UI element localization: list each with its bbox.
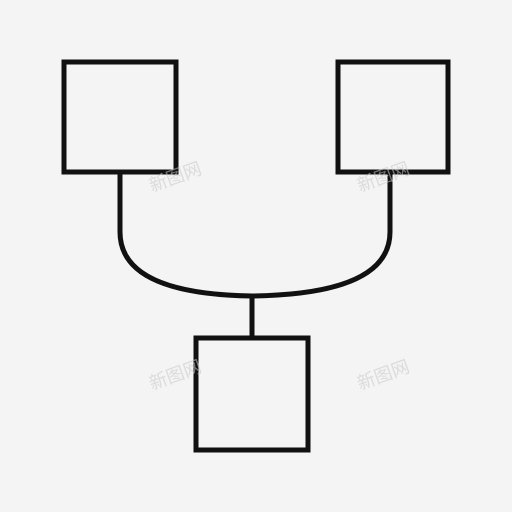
connector-right xyxy=(249,169,393,299)
connector-left xyxy=(117,169,255,299)
node-top-left xyxy=(61,59,179,175)
node-top-right xyxy=(335,59,451,175)
watermark-4: 新图网 xyxy=(355,356,413,394)
node-bottom xyxy=(193,335,311,453)
